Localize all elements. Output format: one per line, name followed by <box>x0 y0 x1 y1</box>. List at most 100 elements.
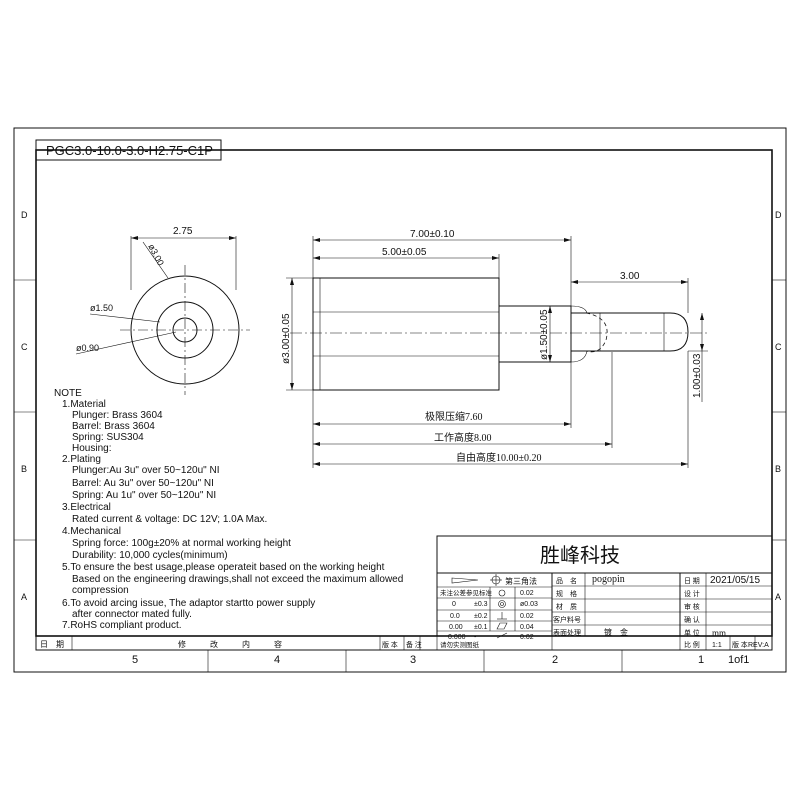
version-label: 版 本 <box>732 640 748 649</box>
gdt-value: 0.02 <box>520 590 534 597</box>
gdt-value: 0.04 <box>520 624 534 631</box>
outer-frame <box>13 127 787 673</box>
side-dim-barrel: 5.00±0.05 <box>382 247 427 258</box>
product-value: pogopin <box>592 574 625 585</box>
zone-right-b: B <box>775 464 781 474</box>
end-view: 2.75 ø3.00 ø1.50 ø0.90 <box>75 226 250 395</box>
footer-note: 请勿实测图纸 <box>440 640 480 649</box>
rev-date-label: 日 期 <box>40 640 64 649</box>
rev-content-label: 修 改 内 容 <box>178 639 282 649</box>
spec-label: 规 格 <box>556 589 577 598</box>
zone-right-c: C <box>775 342 782 352</box>
end-dim-dia-inner: ø0.90 <box>76 343 99 353</box>
customer-label: 客户料号 <box>553 615 581 624</box>
note-line: 6.To avoid arcing issue, The adaptor sta… <box>62 598 315 609</box>
zone-bottom-5: 5 <box>132 654 138 666</box>
note-line: 5.To ensure the best usage,please operat… <box>62 562 385 573</box>
check-label: 审 核 <box>684 602 700 611</box>
rev-version-label: 版 本 <box>382 640 398 649</box>
note-line: Spring: Au 1u" over 50~120u" NI <box>72 490 216 501</box>
scale-label: 比 例 <box>684 640 700 649</box>
date-value: 2021/05/15 <box>710 575 760 586</box>
zone-numbers-bottom: 5 4 3 2 1 1of1 <box>132 650 749 672</box>
note-line: 4.Mechanical <box>62 526 121 537</box>
surface-value: 镀 金 <box>604 627 628 637</box>
gdt-value: ø0.03 <box>520 601 538 608</box>
note-line: after connector mated fully. <box>72 609 192 620</box>
side-view: 7.00±0.10 5.00±0.05 3.00 ø3.00±0.05 ø1.5… <box>281 229 710 468</box>
zone-right-d: D <box>775 210 782 220</box>
zone-left-c: C <box>21 342 28 352</box>
side-dim-dia-neck: ø1.50±0.05 <box>539 309 550 360</box>
tol-range: 0.000 <box>448 634 466 641</box>
gdt-value: 0.02 <box>520 613 534 620</box>
scale-value: 1:1 <box>712 642 722 649</box>
side-dim-dia-barrel: ø3.00±0.05 <box>281 313 292 364</box>
side-dim-dia-tip: 1.00±0.03 <box>692 353 703 398</box>
plunger <box>571 312 689 352</box>
side-dim-total: 7.00±0.10 <box>410 229 455 240</box>
note-line: Barrel: Au 3u" over 50~120u" NI <box>72 478 214 489</box>
title-block: 胜峰科技 第三角法 未注公差参见标准 0 ±0.3 0.0 ±0.2 0.00 … <box>436 535 773 641</box>
notes-title: NOTE <box>54 388 82 399</box>
zone-left-a: A <box>21 592 27 602</box>
gdt-value: 0.02 <box>520 634 534 641</box>
flatness-icon <box>496 622 508 630</box>
zone-left-d: D <box>21 210 28 220</box>
zone-bottom-3: 3 <box>410 654 416 666</box>
revision-bar: 日 期 修 改 内 容 版 本 备 注 请勿实测图纸 比 例 1:1 版 本 R… <box>35 635 773 651</box>
tol-range: 0.00 <box>449 624 463 631</box>
end-outer-circle <box>130 275 240 385</box>
product-label: 品 名 <box>556 576 577 585</box>
note-line: 2.Plating <box>62 454 101 465</box>
end-dim-width: 2.75 <box>173 226 193 237</box>
version-value: REV:A <box>748 642 769 649</box>
side-dim-plunger: 3.00 <box>620 271 640 282</box>
note-line: Plunger:Au 3u" over 50~120u" NI <box>72 465 219 476</box>
tol-range: 0 <box>452 601 456 608</box>
note-line: Durability: 10,000 cycles(minimum) <box>72 550 228 561</box>
note-line: 1.Material <box>62 399 106 410</box>
zone-bottom-4: 4 <box>274 654 280 666</box>
material-label: 材 质 <box>556 602 577 611</box>
unit-label: 单 位 <box>684 628 700 637</box>
company-name: 胜峰科技 <box>540 544 620 567</box>
tol-value: ±0.2 <box>474 613 488 620</box>
part-number-box <box>35 139 222 161</box>
barrel-body <box>312 277 500 391</box>
note-line: Rated current & voltage: DC 12V; 1.0A Ma… <box>72 514 267 525</box>
tol-value: ±0.1 <box>474 624 488 631</box>
tol-value: ±0.3 <box>474 601 488 608</box>
side-dim-free: 自由高度10.00±0.20 <box>456 451 542 464</box>
zone-right-a: A <box>775 592 781 602</box>
sheet-number: 1of1 <box>728 654 749 666</box>
confirm-label: 确 认 <box>684 615 700 624</box>
date-label: 日 期 <box>684 577 700 585</box>
note-line: Plunger: Brass 3604 <box>72 410 163 421</box>
unit-value: mm <box>712 628 726 638</box>
surface-label: 表面处理 <box>553 628 581 637</box>
note-line: Based on the engineering drawings,shall … <box>72 574 403 585</box>
zone-bottom-1: 1 <box>698 654 704 666</box>
note-line: Barrel: Brass 3604 <box>72 421 155 432</box>
notes: NOTE 1.Material Plunger: Brass 3604 Barr… <box>54 388 403 631</box>
rev-remark-label: 备 注 <box>406 640 422 649</box>
tolerance-header: 未注公差参见标准 <box>440 588 493 597</box>
side-dim-working: 工作高度8.00 <box>434 431 492 444</box>
end-dim-dia-mid: ø1.50 <box>90 303 113 313</box>
note-line: Housing: <box>72 443 111 454</box>
note-line: Spring: SUS304 <box>72 432 144 443</box>
projection-label: 第三角法 <box>505 576 537 586</box>
end-dim-dia-outer: ø3.00 <box>146 242 166 267</box>
zone-markers: D C B A D C B A <box>14 210 786 602</box>
design-label: 设 计 <box>684 589 700 598</box>
roundness-icon <box>498 589 506 597</box>
note-line: 7.RoHS compliant product. <box>62 620 182 631</box>
zone-bottom-2: 2 <box>552 654 558 666</box>
note-line: compression <box>72 585 129 596</box>
zone-left-b: B <box>21 464 27 474</box>
note-line: 3.Electrical <box>62 502 111 513</box>
barrel-neck <box>498 305 572 363</box>
note-line: Spring force: 100g±20% at normal working… <box>72 538 291 549</box>
